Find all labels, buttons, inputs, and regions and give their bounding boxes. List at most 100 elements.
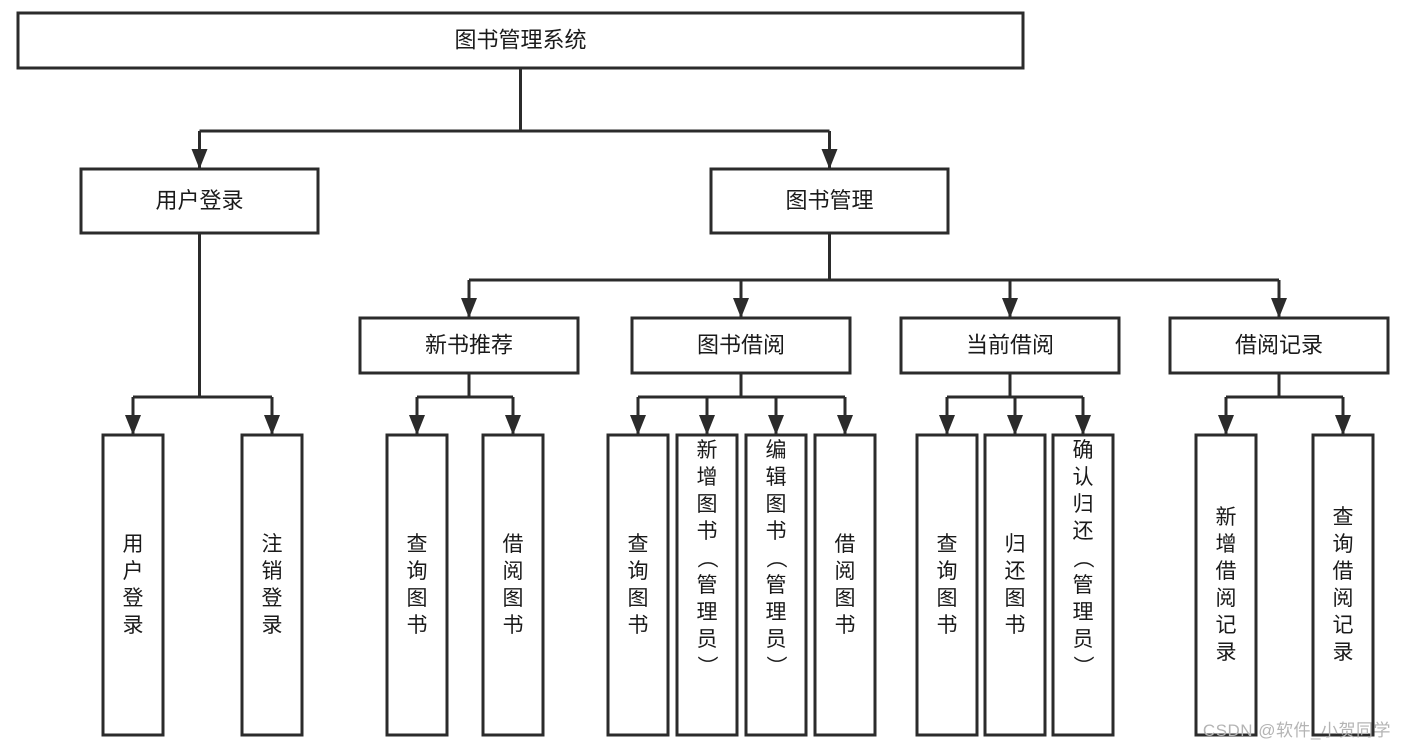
svg-text:借: 借 <box>1333 560 1354 583</box>
node-user-login[interactable]: 用户登录 <box>79 167 320 235</box>
node-book-borrow[interactable]: 图书借阅 <box>630 316 852 375</box>
svg-text:查: 查 <box>628 533 649 556</box>
connector-group-book-borrow <box>630 373 853 435</box>
svg-text:管: 管 <box>1073 574 1094 597</box>
node-label-user-login: 用户登录 <box>155 188 243 213</box>
node-book-manage[interactable]: 图书管理 <box>709 167 950 235</box>
node-current-borrow[interactable]: 当前借阅 <box>899 316 1121 375</box>
node-box-leaf-logout <box>240 433 304 737</box>
svg-text:查: 查 <box>407 533 428 556</box>
connector-group-user-login <box>125 233 280 435</box>
arrow-head-icon <box>1002 298 1018 318</box>
svg-text:编: 编 <box>766 439 787 462</box>
svg-text:阅: 阅 <box>1216 587 1237 610</box>
node-box-new-book-rec <box>358 316 580 375</box>
svg-text:图: 图 <box>697 493 718 516</box>
svg-text:图: 图 <box>628 587 649 610</box>
connector-layer <box>125 68 1351 435</box>
svg-text:书: 书 <box>766 520 787 543</box>
node-box-leaf-return-book <box>983 433 1047 737</box>
node-label-current-borrow: 当前借阅 <box>966 332 1054 357</box>
svg-text:辑: 辑 <box>766 466 787 489</box>
svg-text:员: 员 <box>697 628 718 651</box>
node-box-borrow-record <box>1168 316 1390 375</box>
arrow-head-icon <box>630 415 646 435</box>
svg-text:员: 员 <box>766 628 787 651</box>
svg-text:（: （ <box>764 548 787 569</box>
arrow-head-icon <box>939 415 955 435</box>
svg-text:借: 借 <box>1216 560 1237 583</box>
svg-text:书: 书 <box>835 614 856 637</box>
node-label-book-manage: 图书管理 <box>785 188 873 213</box>
node-label-root: 图书管理系统 <box>454 27 586 52</box>
arrow-head-icon <box>125 415 141 435</box>
node-box-leaf-confirm-return <box>1051 433 1115 737</box>
arrow-head-icon <box>837 415 853 435</box>
node-box-book-manage <box>709 167 950 235</box>
svg-text:书: 书 <box>1005 614 1026 637</box>
arrow-head-icon <box>1335 415 1351 435</box>
svg-text:询: 询 <box>628 560 649 583</box>
arrow-head-icon <box>264 415 280 435</box>
node-label-new-book-rec: 新书推荐 <box>425 332 513 357</box>
svg-text:（: （ <box>695 548 718 569</box>
node-box-leaf-query-book-1 <box>385 433 449 737</box>
connector-group-borrow-record <box>1218 373 1351 435</box>
svg-text:书: 书 <box>503 614 524 637</box>
node-new-book-rec[interactable]: 新书推荐 <box>358 316 580 375</box>
svg-text:确: 确 <box>1073 439 1094 462</box>
svg-text:图: 图 <box>766 493 787 516</box>
svg-text:图: 图 <box>1005 587 1026 610</box>
svg-text:还: 还 <box>1073 520 1094 543</box>
svg-text:录: 录 <box>1333 641 1354 664</box>
svg-text:询: 询 <box>937 560 958 583</box>
node-box-leaf-add-book <box>675 433 739 737</box>
node-box-leaf-borrow-book-2 <box>813 433 877 737</box>
svg-text:询: 询 <box>1333 533 1354 556</box>
svg-text:阅: 阅 <box>503 560 524 583</box>
svg-text:录: 录 <box>123 614 144 637</box>
node-root[interactable]: 图书管理系统 <box>16 11 1025 70</box>
svg-text:用: 用 <box>123 533 144 556</box>
watermark-text: CSDN @软件_小贺同学 <box>1202 721 1391 740</box>
svg-text:书: 书 <box>697 520 718 543</box>
node-box-root <box>16 11 1025 70</box>
node-borrow-record[interactable]: 借阅记录 <box>1168 316 1390 375</box>
svg-text:登: 登 <box>262 587 283 610</box>
node-box-current-borrow <box>899 316 1121 375</box>
node-label-borrow-record: 借阅记录 <box>1235 332 1323 357</box>
connector-group-root <box>191 68 838 169</box>
svg-text:阅: 阅 <box>1333 587 1354 610</box>
node-label-leaf-user-login: 用户登录 <box>123 533 144 637</box>
arrow-head-icon <box>699 415 715 435</box>
arrow-head-icon <box>461 298 477 318</box>
svg-text:增: 增 <box>1216 533 1237 556</box>
connector-group-current-borrow <box>939 373 1091 435</box>
arrow-head-icon <box>409 415 425 435</box>
svg-text:新: 新 <box>1216 506 1237 529</box>
svg-text:）: ） <box>695 656 718 677</box>
svg-text:借: 借 <box>835 533 856 556</box>
node-box-leaf-query-book-2 <box>606 433 670 737</box>
svg-text:理: 理 <box>766 601 787 624</box>
node-leaf-user-login[interactable]: 用户登录 <box>101 433 165 737</box>
svg-text:管: 管 <box>697 574 718 597</box>
svg-text:图: 图 <box>937 587 958 610</box>
